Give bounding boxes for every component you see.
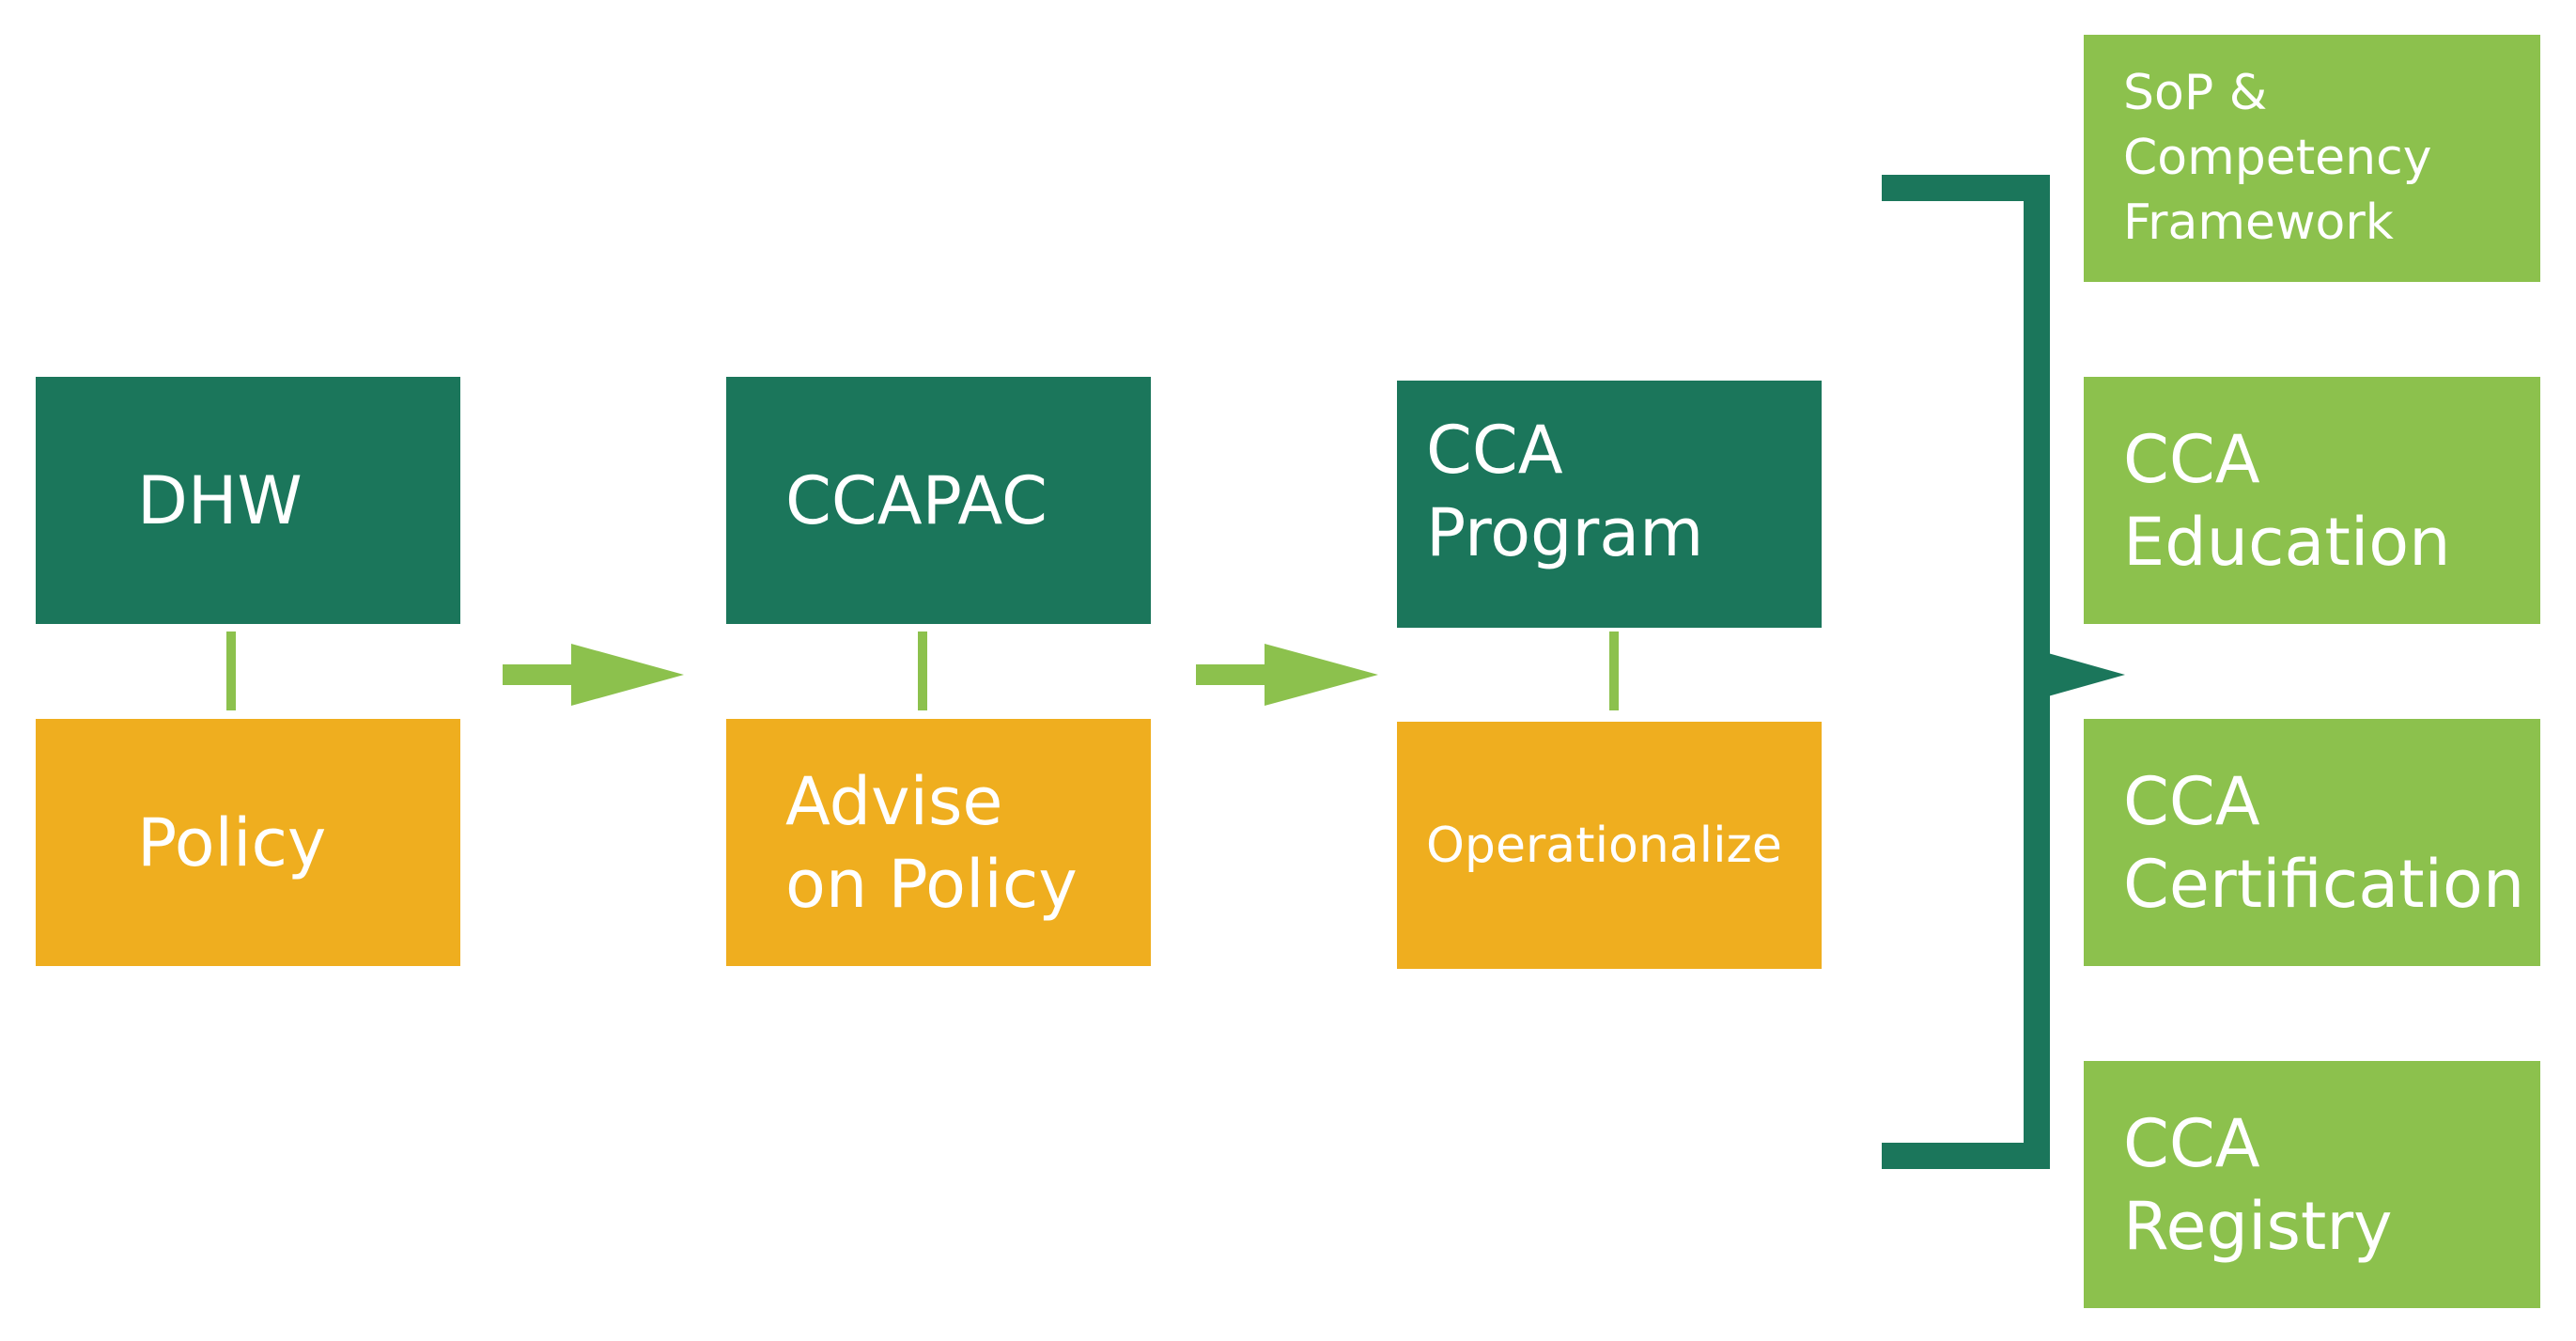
- box-cca-program: CCA Program: [1397, 381, 1822, 628]
- box-cca-registry: CCA Registry: [2084, 1061, 2540, 1308]
- outcomes-bracket: [1882, 175, 2050, 1169]
- box-advise-line-2: on Policy: [785, 845, 1078, 923]
- box-dhw-label: DHW: [137, 461, 303, 539]
- box-sop-framework: SoP & Competency Framework: [2084, 35, 2540, 282]
- box-certification-line-1: CCA: [2123, 762, 2260, 840]
- box-advise-line-1: Advise: [785, 762, 1003, 840]
- box-cca-certification: CCA Certification: [2084, 719, 2540, 966]
- box-program-line-1: CCA: [1426, 411, 1563, 489]
- box-policy: Policy: [36, 719, 460, 966]
- arrow-2-icon: [1196, 644, 1378, 706]
- box-certification-line-2: Certification: [2123, 845, 2525, 923]
- connector-ccapac-advise: [918, 632, 927, 710]
- connector-dhw-policy: [226, 632, 236, 710]
- box-sop-line-1: SoP &: [2123, 65, 2268, 121]
- box-sop-line-3: Framework: [2123, 195, 2394, 251]
- box-registry-line-1: CCA: [2123, 1104, 2260, 1182]
- box-cca-education: CCA Education: [2084, 377, 2540, 624]
- box-dhw: DHW: [36, 377, 460, 624]
- box-operationalize-label: Operationalize: [1426, 817, 1782, 874]
- connector-program-operationalize: [1609, 632, 1619, 710]
- box-registry-line-2: Registry: [2123, 1187, 2393, 1265]
- box-sop-line-2: Competency: [2123, 130, 2432, 186]
- box-education-line-2: Education: [2123, 503, 2451, 581]
- box-policy-label: Policy: [137, 803, 327, 881]
- box-operationalize: Operationalize: [1397, 722, 1822, 969]
- box-ccapac: CCAPAC: [726, 377, 1151, 624]
- box-ccapac-label: CCAPAC: [785, 461, 1047, 539]
- box-education-line-1: CCA: [2123, 420, 2260, 498]
- box-program-line-2: Program: [1426, 493, 1704, 571]
- box-advise-on-policy: Advise on Policy: [726, 719, 1151, 966]
- arrow-1-icon: [503, 644, 684, 706]
- bracket-pointer-icon: [2048, 653, 2125, 696]
